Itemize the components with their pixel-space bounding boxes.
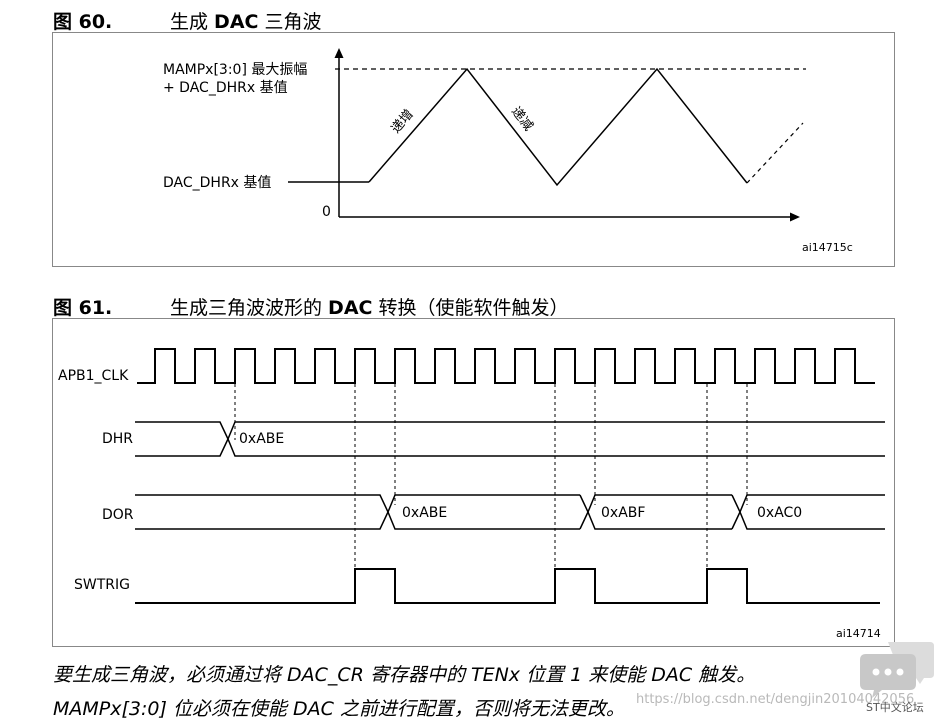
zero-label: 0 — [322, 204, 331, 220]
dhr-signal-label: DHR — [102, 431, 133, 447]
figure-60-frame — [52, 32, 895, 267]
figure-61-title: 生成三角波波形的 DAC 转换（使能软件触发） — [170, 293, 569, 320]
dor-signal-label: DOR — [102, 507, 134, 523]
dhr-bus — [135, 421, 885, 457]
sync-lines — [234, 384, 748, 568]
clk-signal-label: APB1_CLK — [58, 368, 129, 384]
triangle-waveform-continuation — [746, 122, 804, 184]
swtrig-signal-label: SWTRIG — [74, 577, 130, 593]
dhr-value: 0xABE — [239, 431, 284, 447]
max-amplitude-label-line2: + DAC_DHRx 基值 — [163, 79, 288, 96]
figure-61-title-prefix: 生成三角波波形的 — [170, 297, 329, 319]
figure-60-title-prefix: 生成 — [170, 11, 215, 33]
figure-61-title-suffix: 转换（使能软件触发） — [372, 297, 569, 319]
y-axis-arrow-icon — [334, 48, 344, 58]
dor-bus — [135, 494, 885, 530]
figure-61-title-bold: DAC — [328, 297, 373, 319]
figure-60-title-bold: DAC — [214, 11, 259, 33]
url-watermark: https://blog.csdn.net/dengjin20104042056 — [636, 692, 915, 707]
figure-61-id: ai14714 — [836, 627, 881, 640]
dor-value: 0xABE — [402, 505, 447, 521]
forum-chat-icon — [860, 642, 934, 698]
forum-name: ST中文论坛 — [866, 701, 924, 714]
figure-60-title-suffix: 三角波 — [258, 11, 322, 33]
dor-value: 0xAC0 — [757, 505, 802, 521]
x-axis-arrow-icon — [790, 212, 800, 222]
figure-60-id: ai14715c — [802, 241, 853, 254]
figure-60-number: 图 60. — [53, 11, 113, 33]
clock-waveform — [137, 348, 875, 384]
triangle-waveform — [368, 67, 748, 187]
figure-60-title: 生成 DAC 三角波 — [170, 7, 322, 34]
dor-value: 0xABF — [601, 505, 645, 521]
figure-61-number: 图 61. — [53, 297, 113, 319]
note-line-1: 要生成三角波，必须通过将 DAC_CR 寄存器中的 TENx 位置 1 来使能 … — [53, 664, 756, 686]
max-amplitude-label-line1: MAMPx[3:0] 最大振幅 — [163, 62, 307, 78]
base-value-label: DAC_DHRx 基值 — [163, 174, 271, 191]
note-line-2: MAMPx[3:0] 位必须在使能 DAC 之前进行配置，否则将无法更改。 — [53, 698, 625, 720]
swtrig-waveform — [135, 568, 880, 604]
